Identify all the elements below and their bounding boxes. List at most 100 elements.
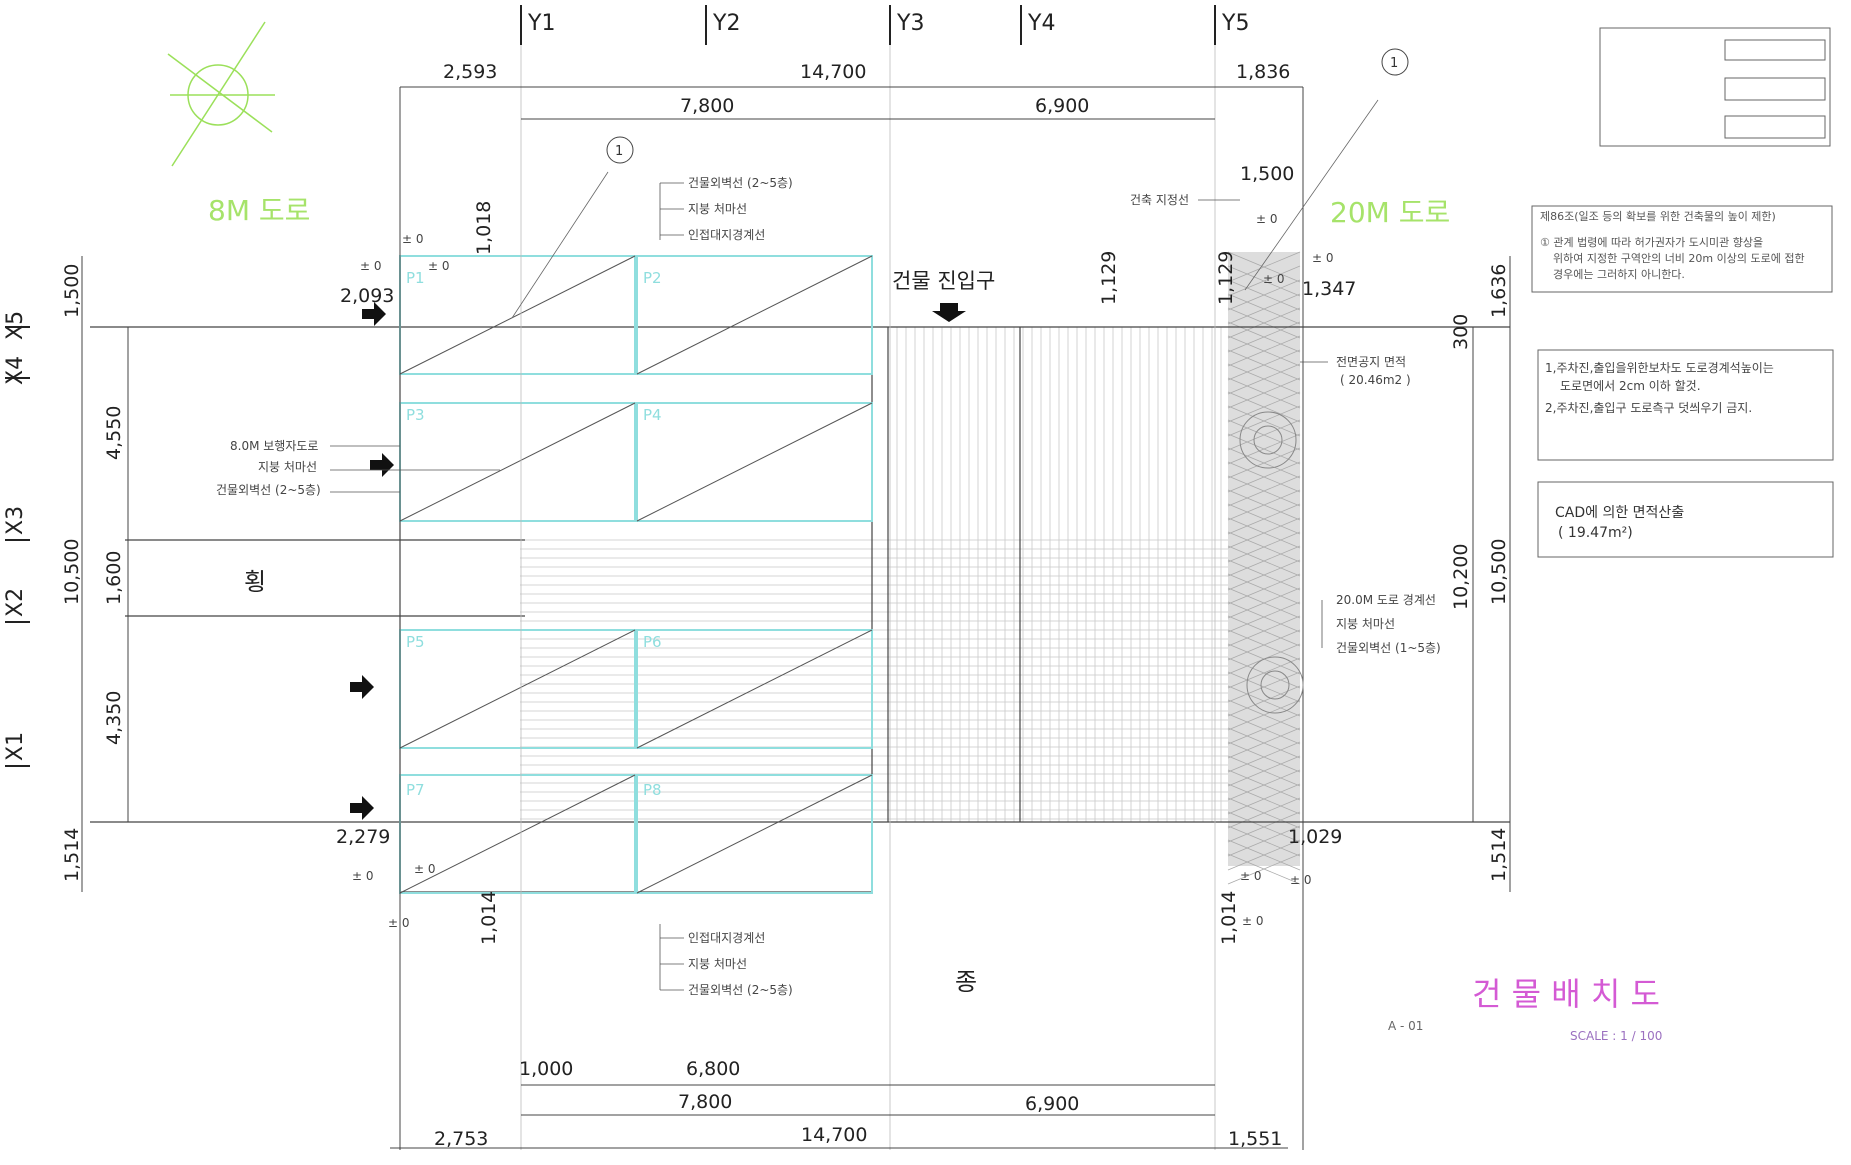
parking-label-p1: P1 (406, 269, 425, 287)
dim-right-a: 1,636 (1488, 264, 1510, 318)
grid-label-y2: Y2 (712, 11, 740, 36)
callout-top-1: 건물외벽선 (2~5층) (688, 176, 793, 190)
parking-note-2: 도로면에서 2cm 이하 할것. (1560, 379, 1701, 393)
callout-bottom-1: 인접대지경계선 (688, 931, 765, 945)
road-label-left: 8M 도로 (208, 194, 310, 227)
road-hatch-strip (1228, 252, 1300, 866)
law-clause: 제86조(일조 등의 확보를 위한 건축물의 높이 제한) (1540, 209, 1776, 223)
dim-left-e: 4,350 (103, 691, 125, 745)
dim-top-c: 1,836 (1236, 61, 1290, 83)
level-mark: ± 0 (402, 232, 424, 246)
dim-left-f: 1,514 (61, 828, 83, 882)
grid-label-x2: X2 (3, 588, 28, 617)
dim-top-a: 2,593 (443, 61, 497, 83)
callout-building-line: 건축 지정선 (1130, 193, 1189, 207)
note-box-parking (1537, 349, 1834, 461)
parking-label-p6: P6 (643, 633, 662, 651)
arrow-right-icon (350, 675, 374, 699)
marker-number: 1 (615, 144, 623, 159)
grid-label-y4: Y4 (1027, 11, 1055, 36)
dim-misc-d: 1,129 (1215, 251, 1237, 305)
road-label-right: 20M 도로 (1330, 196, 1450, 229)
callout-left-2: 지붕 처마선 (258, 460, 317, 474)
marker-number: 1 (1390, 56, 1398, 71)
dim-left-d: 1,600 (103, 551, 125, 605)
dim-misc-b: 2,093 (340, 285, 394, 307)
section-marker: 1 1 (511, 48, 1409, 319)
access-arrows (350, 302, 394, 820)
dim-left-b: 4,550 (103, 406, 125, 460)
dim-misc-a: 1,018 (473, 201, 495, 255)
dim-bottom-d: 6,900 (1025, 1093, 1079, 1115)
level-mark: ± 0 (1256, 212, 1278, 226)
dimension-lines (81, 86, 1511, 1150)
callout-open-space: 전면공지 면적 (1336, 355, 1406, 369)
callout-bottom-2: 지붕 처마선 (688, 957, 747, 971)
dim-misc-i: 1,029 (1288, 826, 1342, 848)
callout-open-space-area: ( 20.46m2 ) (1340, 373, 1411, 387)
callout-leaders (330, 182, 1328, 991)
dim-top-e: 6,900 (1035, 95, 1089, 117)
level-mark: ± 0 (1240, 869, 1262, 883)
arrow-right-icon (362, 302, 386, 326)
grid-label-x4: X4 (3, 356, 28, 385)
parking-stalls (399, 255, 873, 894)
dim-misc-f: 2,279 (336, 826, 390, 848)
law-text-3: 경우에는 그러하지 아니한다. (1553, 267, 1685, 281)
dim-left-a: 1,500 (61, 264, 83, 318)
grid-label-x1: X1 (3, 732, 28, 761)
level-mark: ± 0 (1312, 251, 1334, 265)
legend-box (1599, 27, 1831, 147)
parking-label-p7: P7 (406, 781, 425, 799)
parking-label-p5: P5 (406, 633, 425, 651)
parking-diagonals (399, 255, 873, 894)
tree-symbols (1239, 411, 1304, 714)
arrow-right-icon (350, 796, 374, 820)
parking-label-p8: P8 (643, 781, 662, 799)
grid-axes-left (5, 326, 30, 767)
dim-top-f: 1,500 (1240, 163, 1294, 185)
dim-right-e: 1,514 (1488, 828, 1510, 882)
parking-note-3: 2,주차진,출입구 도로측구 덧씌우기 금지. (1545, 401, 1752, 415)
law-text-1: ① 관계 법령에 따라 허가권자가 도시미관 향상을 (1540, 236, 1763, 249)
dim-bottom-g: 1,551 (1228, 1128, 1282, 1150)
grid-label-x5: X5 (3, 311, 28, 340)
note-box-area (1537, 481, 1834, 558)
callout-top-2: 지붕 처마선 (688, 202, 747, 216)
grid-label-y1: Y1 (527, 11, 555, 36)
dim-left-c: 10,500 (61, 539, 83, 605)
level-mark: ± 0 (352, 869, 374, 883)
note-box-law (1531, 205, 1833, 293)
dim-right-c: 10,200 (1450, 544, 1472, 610)
parking-label-p4: P4 (643, 406, 662, 424)
tree-icon (1246, 656, 1304, 714)
parking-label-p2: P2 (643, 269, 662, 287)
north-arrow-icon (167, 21, 275, 167)
level-mark: ± 0 (1242, 914, 1264, 928)
grid-label-y5: Y5 (1221, 11, 1249, 36)
grid-axis-lines (520, 45, 1216, 1150)
sheet-number: A - 01 (1388, 1019, 1423, 1033)
grid-label-y3: Y3 (896, 11, 924, 36)
parking-label-p3: P3 (406, 406, 425, 424)
callout-right-2: 지붕 처마선 (1336, 617, 1395, 631)
dim-misc-e: 1,347 (1302, 278, 1356, 300)
level-mark: ± 0 (1290, 873, 1312, 887)
level-mark: ± 0 (414, 862, 436, 876)
dim-misc-c: 1,129 (1098, 251, 1120, 305)
area-value: ( 19.47m²) (1558, 525, 1633, 541)
callout-left-1: 8.0M 보행자도로 (230, 438, 318, 453)
dim-bottom-e: 2,753 (434, 1128, 488, 1150)
arrow-right-icon (370, 453, 394, 477)
dim-bottom-b: 6,800 (686, 1058, 740, 1080)
law-text-2: 위하여 지정한 구역안의 너비 20m 이상의 도로에 접한 (1553, 251, 1805, 265)
tree-icon (1239, 411, 1297, 469)
side-label-vertical: 종 (955, 968, 977, 996)
callout-right-1: 20.0M 도로 경계선 (1336, 593, 1436, 607)
area-text: CAD에 의한 면적산출 (1555, 505, 1684, 521)
dim-top-b: 14,700 (800, 61, 866, 83)
dim-misc-h: 1,014 (1218, 891, 1240, 945)
dim-bottom-a: 1,000 (519, 1058, 573, 1080)
level-mark: ± 0 (1263, 272, 1285, 286)
